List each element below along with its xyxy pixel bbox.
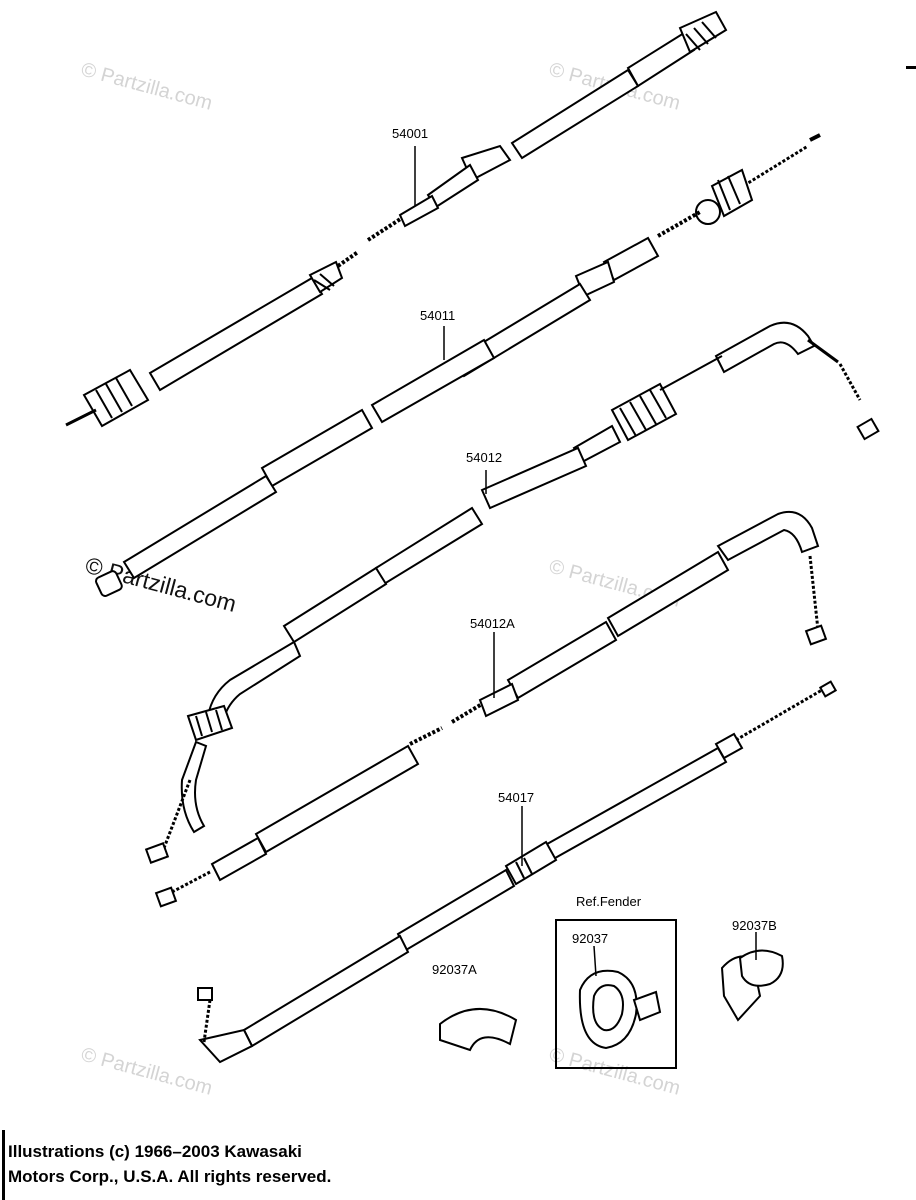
label-92037B: 92037B bbox=[732, 918, 777, 933]
cable-54012A-upper-tube bbox=[606, 550, 730, 638]
cable-54017 bbox=[197, 680, 838, 1064]
copyright-line-1: Illustrations (c) 1966–2003 Kawasaki bbox=[8, 1142, 302, 1161]
clamp-92037 bbox=[578, 969, 662, 1050]
leader-lines bbox=[414, 146, 757, 977]
cable-54001-upper-housing bbox=[626, 31, 696, 88]
label-54012A: 54012A bbox=[470, 616, 515, 631]
cable-54001-lower-tube bbox=[148, 276, 324, 392]
cable-54001-lower-nut bbox=[82, 368, 150, 428]
cable-54011-adjuster bbox=[710, 168, 754, 218]
cable-54017-upper-tube bbox=[538, 746, 728, 864]
watermark-1: © Partzilla.com bbox=[79, 59, 215, 115]
cable-54012A-mid-tube bbox=[506, 620, 618, 700]
cable-54011 bbox=[95, 133, 821, 597]
label-54011: 54011 bbox=[420, 308, 455, 323]
cable-54017-lower-bend bbox=[198, 1028, 254, 1064]
cable-54011-lower-tube bbox=[260, 408, 374, 488]
watermark-4: © Partzilla.com bbox=[79, 1044, 215, 1100]
ref-fender-box bbox=[555, 919, 677, 1069]
label-54001: 54001 bbox=[392, 126, 428, 141]
cable-54011-mid-tube bbox=[370, 338, 496, 424]
label-54017: 54017 bbox=[498, 790, 534, 805]
clamp-92037A bbox=[439, 1008, 518, 1052]
cable-54017-adjuster bbox=[504, 840, 558, 886]
cable-54012A bbox=[154, 510, 828, 908]
corner-mark bbox=[906, 66, 916, 69]
watermark-5: © Partzilla.com bbox=[547, 1044, 683, 1100]
label-92037A: 92037A bbox=[432, 962, 477, 977]
cable-54001-upper-nut bbox=[678, 10, 728, 54]
footer-bar bbox=[2, 1130, 5, 1200]
cable-54012-upper-tube bbox=[480, 446, 588, 510]
cable-54012A-lower-tube bbox=[254, 744, 420, 854]
cable-54012-lower-tube bbox=[282, 566, 388, 644]
cable-54001 bbox=[65, 10, 728, 428]
label-92037: 92037 bbox=[572, 931, 608, 946]
cable-54012-mid-tube bbox=[374, 506, 484, 586]
cable-54012-adjuster bbox=[610, 382, 678, 442]
clamp-92037B bbox=[720, 949, 784, 1022]
cable-54012 bbox=[144, 321, 880, 864]
label-ref-fender: Ref.Fender bbox=[576, 894, 642, 909]
part-labels: 54001 54011 54012 54012A 54017 Ref.Fende… bbox=[392, 126, 777, 977]
label-54012: 54012 bbox=[466, 450, 502, 465]
cable-54012A-upper-bend bbox=[716, 510, 820, 562]
cable-54012-upper-bend bbox=[714, 321, 816, 374]
copyright-line-2: Motors Corp., U.S.A. All rights reserved… bbox=[8, 1167, 332, 1186]
